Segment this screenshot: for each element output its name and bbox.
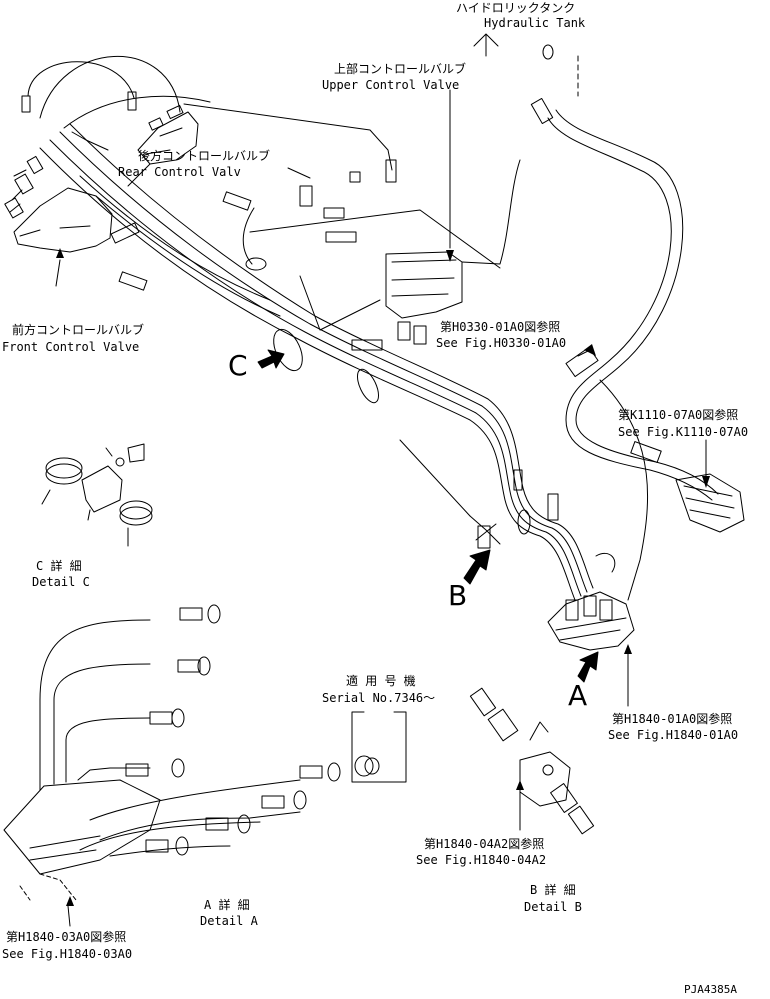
detail-c-drawing xyxy=(41,443,153,547)
detail-a-drawing xyxy=(3,604,341,901)
front-control-valve-label-en: Front Control Valve xyxy=(2,340,140,354)
hydraulic-tank-leaders xyxy=(473,33,579,97)
rear-control-valve xyxy=(137,104,199,165)
detail-c-label-jp: C 詳 細 xyxy=(36,559,82,573)
detail-b-label-en: Detail B xyxy=(524,900,582,914)
fig-h0330-ref-jp: 第H0330-01A0図参照 xyxy=(440,320,561,334)
fig-h1840-01-ref-en: See Fig.H1840-01A0 xyxy=(608,728,739,742)
detail-b-drawing xyxy=(469,687,595,835)
fig-h1840-03-ref-jp: 第H1840-03A0図参照 xyxy=(6,930,127,944)
component-b-main xyxy=(399,439,501,549)
serial-label-en: Serial No.7346～ xyxy=(322,691,436,705)
serial-bracket xyxy=(351,711,407,783)
rear-control-valve-label-en: Rear Control Valv xyxy=(118,165,241,179)
front-control-valve-label-jp: 前方コントロールバルブ xyxy=(12,323,145,337)
rear-control-valve-label-jp: 後方コントロールバルブ xyxy=(138,149,271,163)
hydraulic-tank-label-jp: ハイドロリックタンク xyxy=(456,1,576,15)
view-letter-a: A xyxy=(568,679,588,712)
upper-control-valve-label-jp: 上部コントロールバルブ xyxy=(334,62,467,76)
detail-a-label-jp: A 詳 細 xyxy=(204,898,250,912)
fig-h1840-04-ref-en: See Fig.H1840-04A2 xyxy=(416,853,547,867)
component-a xyxy=(547,552,635,651)
fig-h0330-ref-en: See Fig.H0330-01A0 xyxy=(436,336,567,350)
fig-h1840-04-ref-jp: 第H1840-04A2図参照 xyxy=(424,837,545,851)
k1110-component xyxy=(675,473,745,533)
view-arrows xyxy=(257,349,599,683)
misc-fittings xyxy=(110,171,559,521)
fig-h1840-03-ref-en: See Fig.H1840-03A0 xyxy=(2,947,133,961)
view-letter-c: C xyxy=(228,349,248,382)
hydraulic-tank-label-en: Hydraulic Tank xyxy=(484,16,586,30)
view-letter-b: B xyxy=(448,579,468,612)
leader-lines xyxy=(55,89,707,927)
right-hose-loop xyxy=(461,97,719,601)
drawing-code: PJA4385A xyxy=(684,983,737,996)
fig-h1840-01-ref-jp: 第H1840-01A0図参照 xyxy=(612,712,733,726)
arrowheads xyxy=(56,248,710,906)
fig-k1110-ref-jp: 第K1110-07A0図参照 xyxy=(618,408,739,422)
detail-a-label-en: Detail A xyxy=(200,914,258,928)
main-hose-bundle xyxy=(39,123,594,601)
detail-b-label-jp: B 詳 細 xyxy=(530,883,576,897)
detail-c-label-en: Detail C xyxy=(32,575,90,589)
upper-control-valve-label-en: Upper Control Valve xyxy=(322,78,460,92)
fig-k1110-ref-en: See Fig.K1110-07A0 xyxy=(618,425,749,439)
serial-label-jp: 適 用 号 機 xyxy=(346,674,416,688)
front-control-valve xyxy=(4,155,113,253)
